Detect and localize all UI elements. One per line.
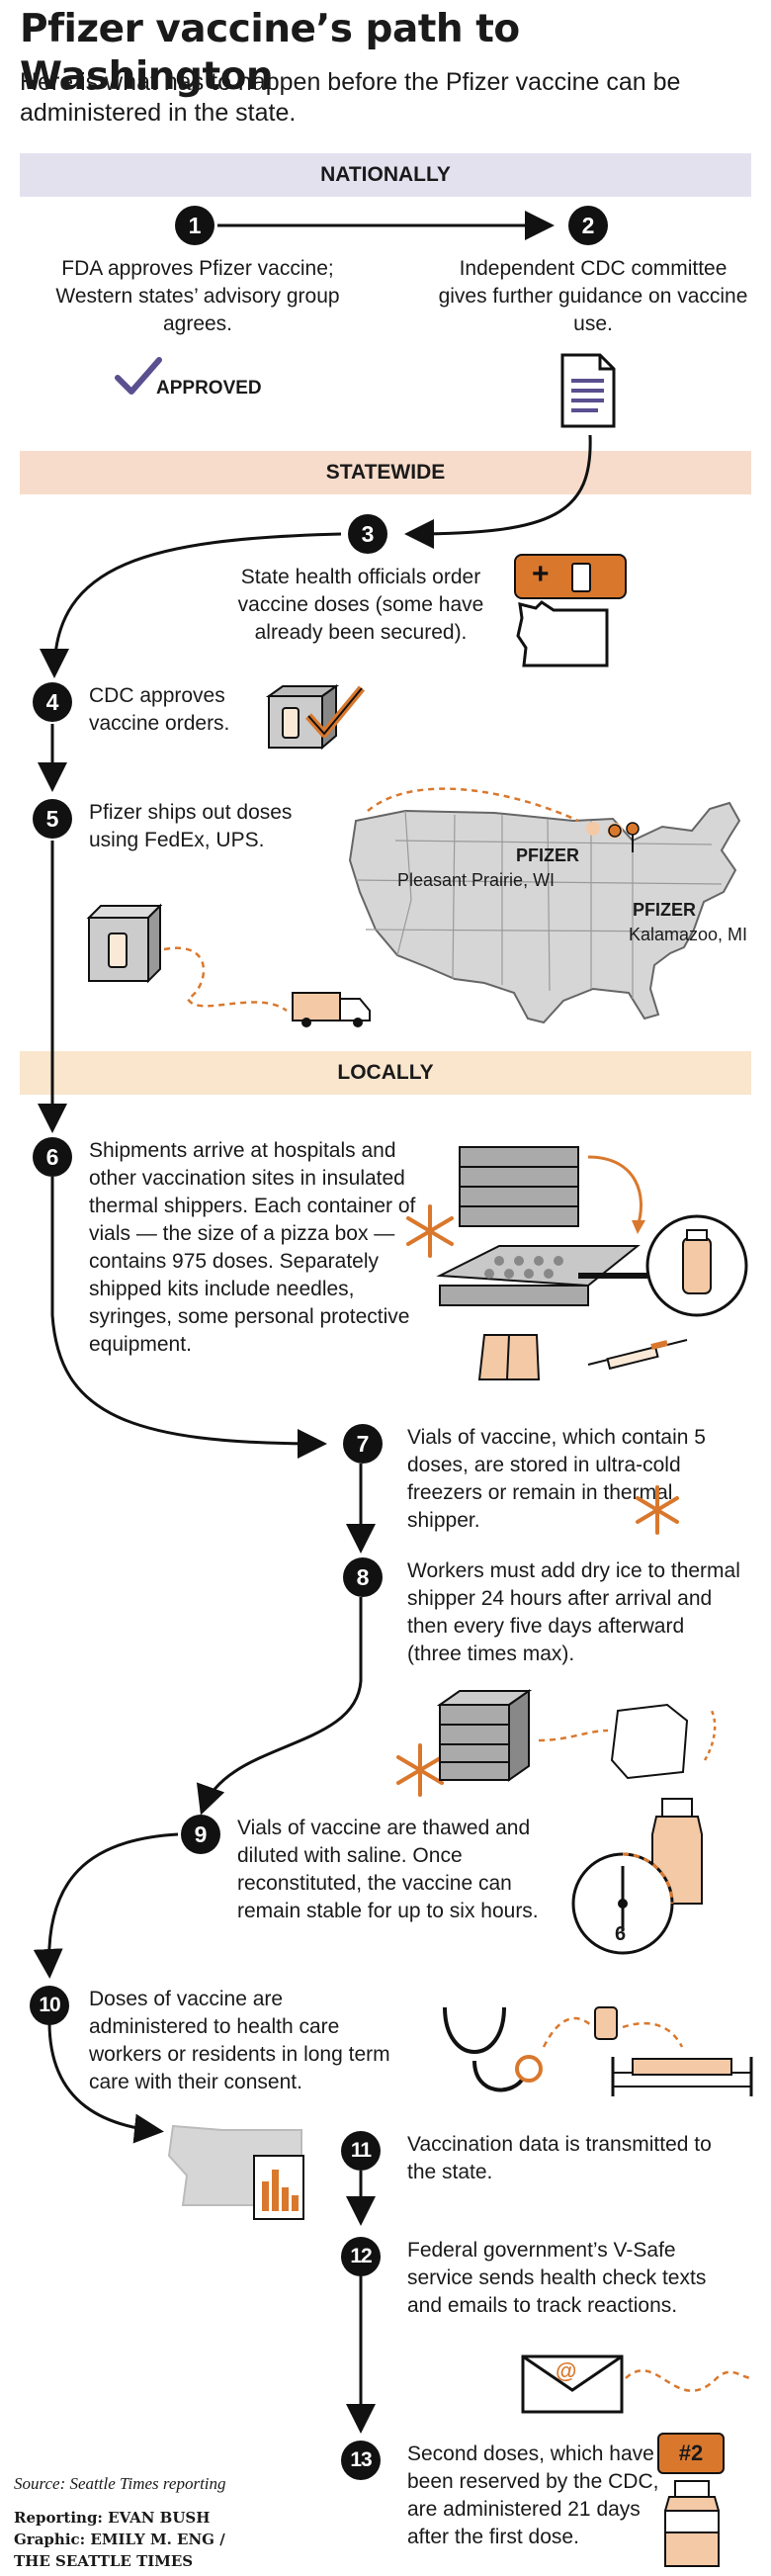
document-icon (560, 353, 616, 428)
step-8-badge: 8 (343, 1557, 383, 1597)
step-7-badge: 7 (343, 1424, 383, 1464)
arrow-3-to-4 (40, 532, 342, 678)
step-1-badge: 1 (175, 206, 214, 245)
credit-graphic: Graphic: EMILY M. ENG / (14, 2531, 225, 2548)
dry-ice-shipper-icon (396, 1689, 717, 1797)
state-data-icon (167, 2124, 304, 2220)
approved-box-icon (265, 684, 366, 751)
arrow-10-to-11 (47, 2021, 164, 2144)
step-12-badge: 12 (341, 2237, 381, 2276)
snowflake-icon-2 (636, 1485, 679, 1535)
approved-label: APPROVED (156, 378, 262, 399)
section-statewide: STATEWIDE (20, 451, 751, 494)
step-13-text: Second doses, which have been reserved b… (407, 2443, 659, 2548)
at-symbol: @ (556, 2358, 577, 2383)
step-13-badge: 13 (341, 2441, 381, 2480)
step-11-text: Vaccination data is transmitted to the s… (407, 2133, 712, 2183)
credit-reporting: Reporting: EVAN BUSH (14, 2509, 211, 2527)
bed-icon (611, 2057, 753, 2096)
credit-publisher: THE SEATTLE TIMES (14, 2552, 194, 2570)
step-6-badge: 6 (33, 1137, 72, 1177)
order-bubble: + (514, 554, 627, 599)
step-3-text: State health officials order vaccine dos… (237, 566, 484, 644)
stethoscope-icon (443, 2006, 543, 2092)
step-10-badge: 10 (30, 1986, 69, 2025)
dry-ice-icon (610, 1703, 689, 1780)
pfizer-label-1: PFIZER (516, 845, 580, 865)
vial-icon (571, 563, 591, 592)
step-8-text: Workers must add dry ice to thermal ship… (407, 1559, 740, 1665)
clock-number: 6 (615, 1923, 627, 1945)
page-subtitle: Here is what has to happen before the Pf… (20, 68, 681, 127)
pfizer-pleasant-prairie-pin (608, 824, 622, 838)
place-label-pleasant-prairie: Pleasant Prairie, WI (397, 870, 556, 890)
check-icon (115, 357, 162, 395)
timer-vial-icon (571, 1798, 703, 1955)
second-dose-tag: #2 (657, 2433, 725, 2474)
section-local: LOCALLY (20, 1051, 751, 1095)
washington-state-icon (516, 600, 609, 667)
step-2-text: Independent CDC committee gives further … (438, 257, 748, 335)
snowflake-icon (406, 1204, 454, 1258)
step-5-text: Pfizer ships out doses using FedEx, UPS. (89, 801, 293, 851)
step-11-badge: 11 (341, 2131, 381, 2171)
vial-icon-3 (664, 2480, 720, 2567)
vial-icon-2 (594, 2006, 618, 2040)
gloves-icon (477, 1334, 541, 1380)
step-2-badge: 2 (568, 206, 608, 245)
step-6-text: Shipments arrive at hospitals and other … (89, 1139, 416, 1356)
step-1-text: FDA approves Pfizer vaccine; Western sta… (55, 257, 340, 335)
step-7-text: Vials of vaccine, which contain 5 doses,… (407, 1426, 706, 1532)
arrow-9-to-10 (33, 1832, 179, 1979)
step-12-text: Federal government’s V-Safe service send… (407, 2239, 707, 2317)
step-9-text: Vials of vaccine are thawed and diluted … (237, 1817, 539, 1922)
section-national: NATIONALLY (20, 153, 751, 197)
step-3-badge: 3 (348, 514, 387, 554)
email-icon (521, 2354, 753, 2414)
us-map (348, 787, 741, 1024)
step-4-text: CDC approves vaccine orders. (89, 684, 230, 735)
syringe-icon (587, 1339, 688, 1371)
administer-dose-icon (443, 2006, 753, 2096)
step-9-badge: 9 (181, 1815, 220, 1854)
pfizer-kalamazoo-pin (626, 822, 640, 852)
page-title: Pfizer vaccine’s path to Washington (20, 7, 520, 99)
step-5-badge: 5 (33, 799, 72, 839)
source-note: Source: Seattle Times reporting (14, 2474, 226, 2493)
step-4-badge: 4 (33, 682, 72, 722)
pfizer-label-2: PFIZER (633, 900, 697, 920)
place-label-kalamazoo: Kalamazoo, MI (629, 925, 748, 944)
arrow-6-to-7 (50, 1177, 327, 1459)
shipping-box-truck-icon (86, 903, 371, 1027)
arrow-8-to-9 (196, 1597, 363, 1816)
thermal-shipper-icon (406, 1146, 748, 1380)
arrow-2-to-3 (404, 434, 592, 549)
step-10-text: Doses of vaccine are administered to hea… (89, 1988, 390, 2093)
plus-icon: + (532, 558, 550, 590)
